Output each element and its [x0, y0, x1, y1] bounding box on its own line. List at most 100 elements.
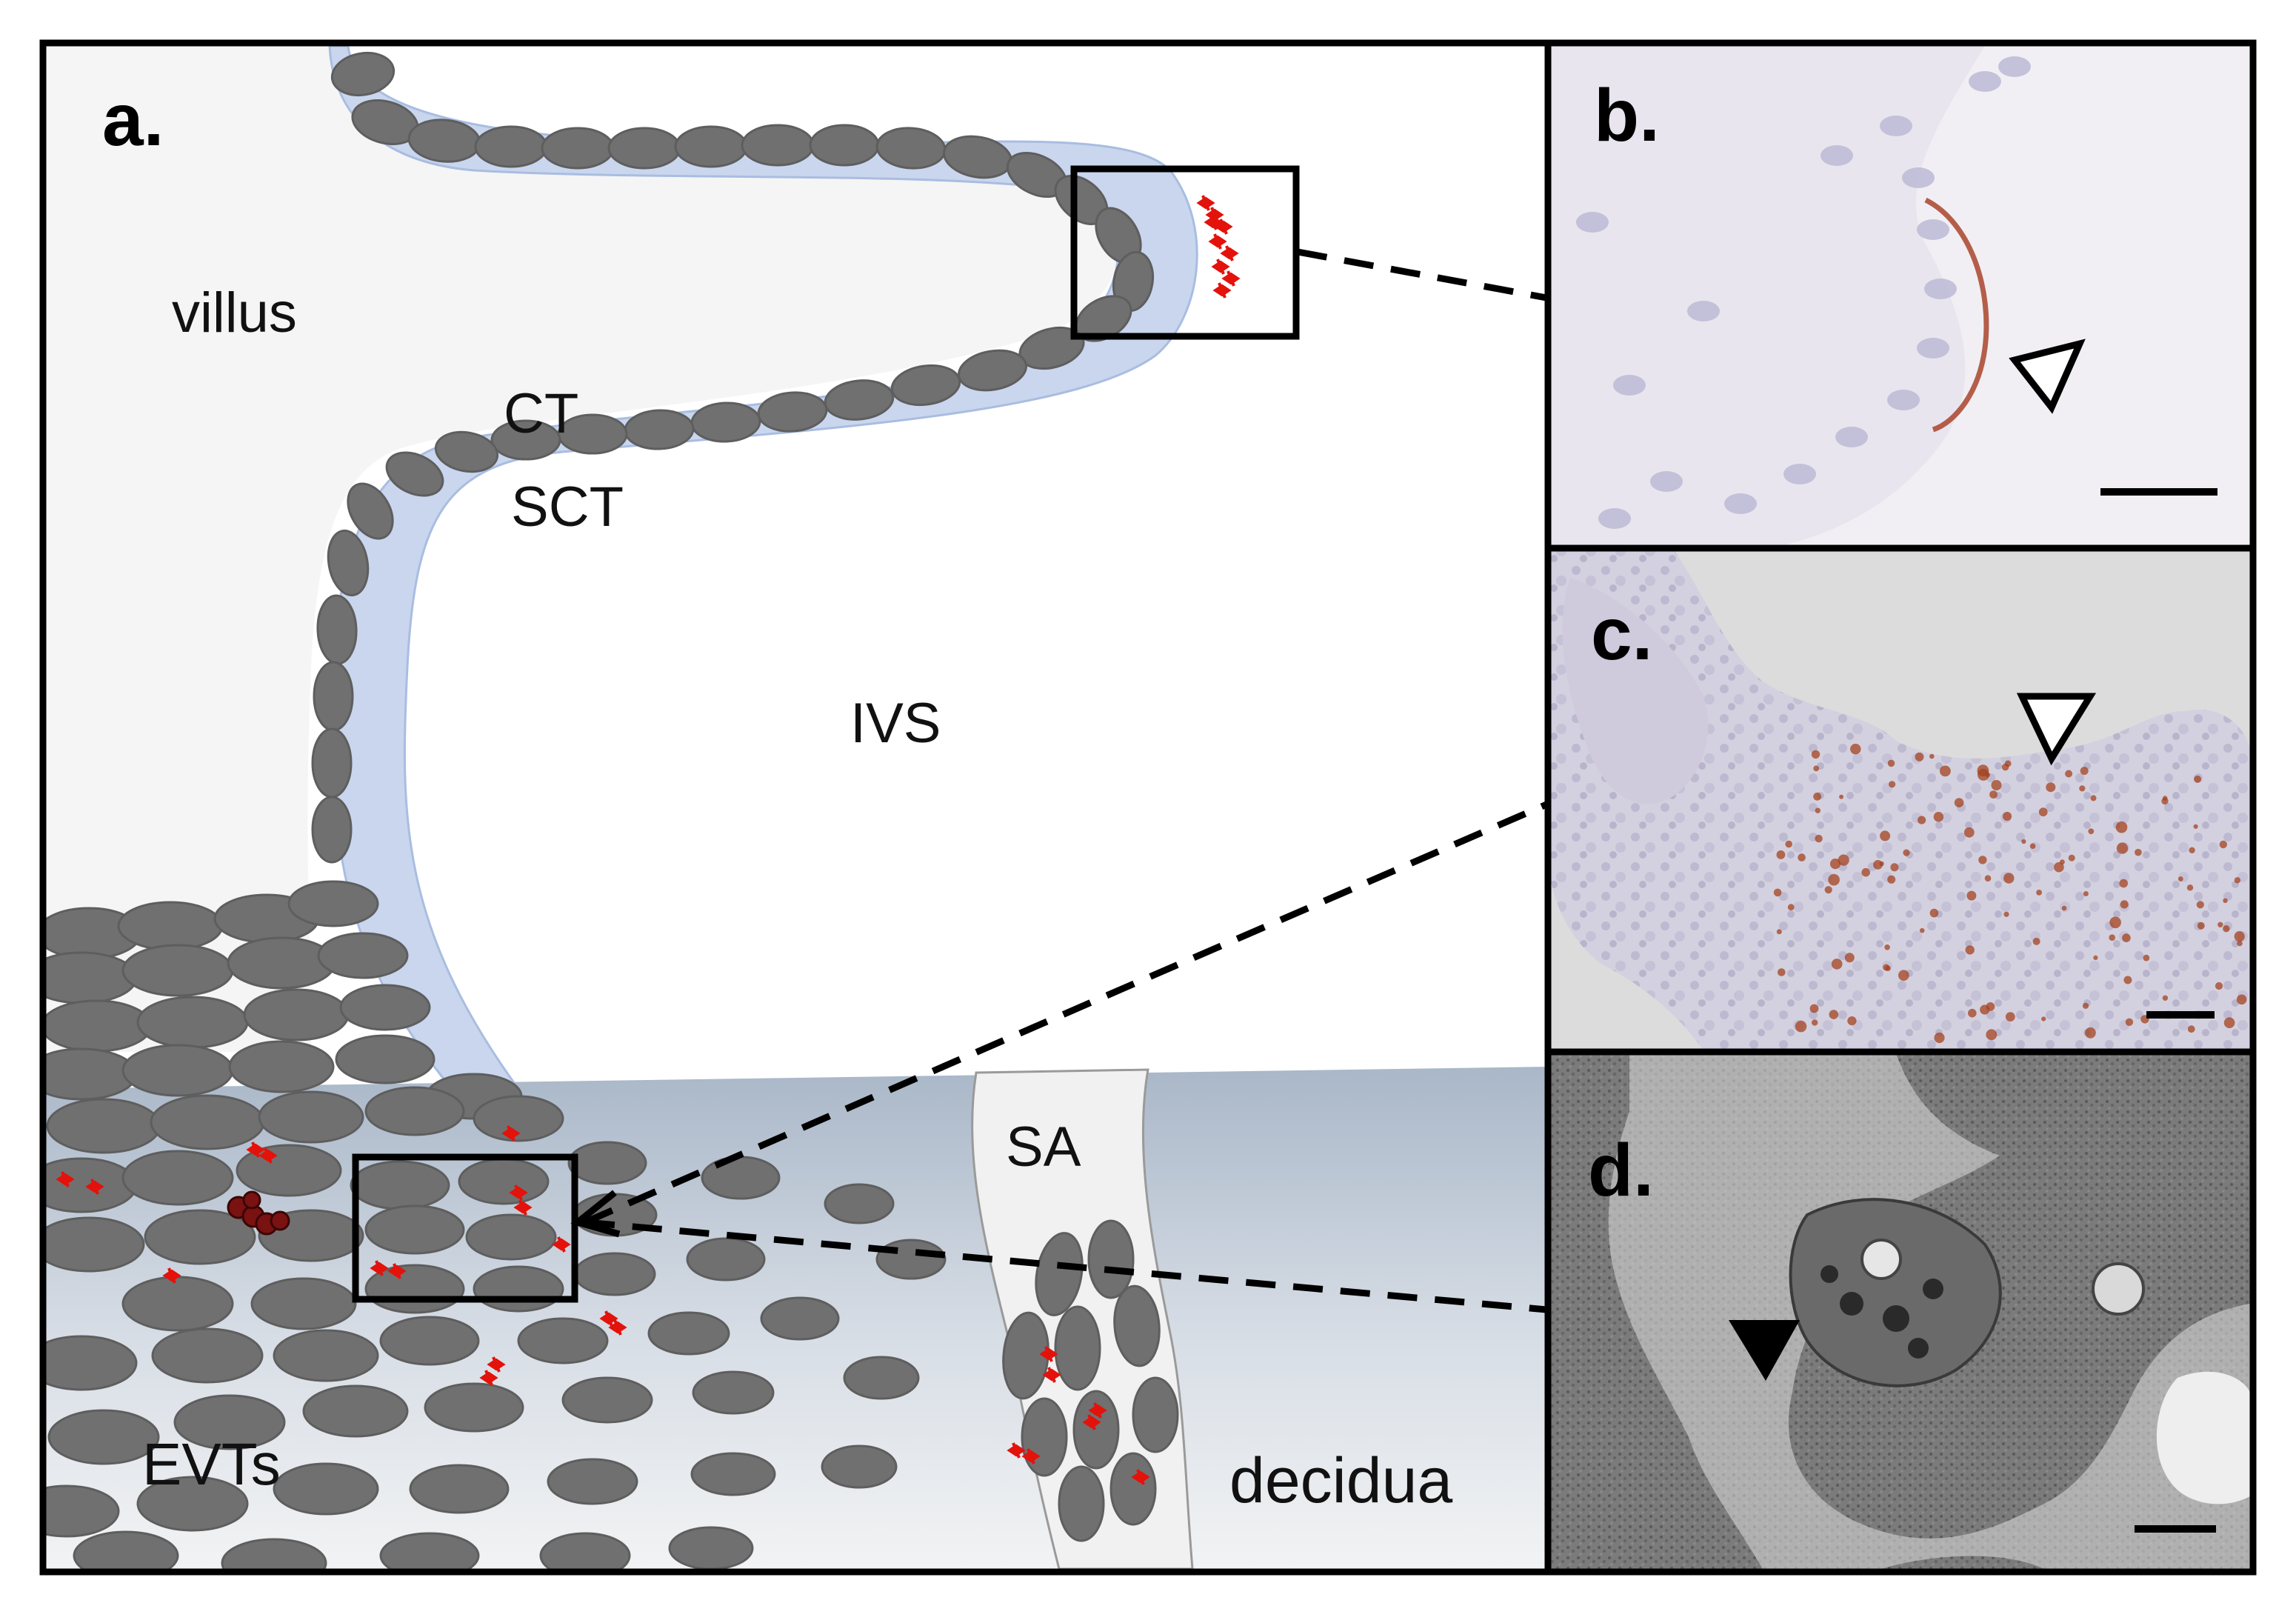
red-marker: [1204, 214, 1223, 230]
red-marker: [608, 1319, 627, 1336]
nucleus: [1613, 375, 1646, 396]
stain-dot: [1918, 816, 1926, 824]
trophoblast-cell: [379, 1316, 480, 1366]
stain-dot: [2079, 785, 2086, 792]
stain-dot: [1954, 798, 1964, 807]
trophoblast-cell: [46, 999, 153, 1053]
label-evts: EVTs: [142, 1431, 281, 1497]
stain-dot: [2177, 876, 2183, 882]
stain-dot: [2143, 954, 2150, 962]
stain-dot: [1831, 959, 1843, 970]
red-marker: [1211, 259, 1230, 275]
trophoblast-cell: [364, 1086, 465, 1136]
trophoblast-cell: [607, 127, 681, 170]
stain-dot: [1785, 840, 1792, 848]
stain-dot: [2041, 1016, 2046, 1022]
stain-dot: [1812, 1019, 1818, 1026]
red-marker: [479, 1370, 498, 1386]
stain-dot: [2065, 770, 2073, 778]
stain-dot: [2038, 807, 2048, 817]
red-marker: [1131, 1469, 1150, 1485]
connector-lines: [584, 248, 1548, 1313]
stain-dot: [2116, 842, 2129, 854]
stain-dot: [2054, 862, 2064, 873]
trophoblast-cell: [573, 1252, 656, 1296]
trophoblast-cell: [1058, 1465, 1105, 1542]
trophoblast-cell: [458, 1158, 550, 1205]
trophoblast-cell: [424, 1382, 524, 1433]
connector-to-b: [1297, 248, 1547, 301]
trophoblast-cell: [311, 727, 353, 799]
stain-dot: [1940, 765, 1951, 777]
trophoblast-cell: [409, 1464, 510, 1514]
trophoblast-cell: [875, 1239, 947, 1280]
trophoblast-cell: [287, 880, 379, 927]
trophoblast-cell: [701, 1156, 781, 1200]
stain-dot: [1880, 830, 1891, 842]
trophoblast-cell: [258, 1090, 364, 1144]
red-marker: [599, 1310, 618, 1327]
trophoblast-cell: [474, 125, 548, 168]
nucleus: [1650, 471, 1683, 492]
nucleus: [1821, 145, 1853, 166]
stain-dot: [1844, 953, 1855, 963]
red-marker: [552, 1236, 571, 1253]
panel-c: c.: [1548, 550, 2250, 1050]
trophoblast-cell: [335, 1034, 435, 1084]
nucleus: [1917, 338, 1949, 359]
trophoblast-cell: [121, 1276, 234, 1332]
panel-d: d.: [1548, 1053, 2250, 1569]
stain-dot: [1883, 964, 1890, 971]
stain-dot: [2090, 795, 2097, 802]
nucleus: [1887, 390, 1920, 410]
trophoblast-cell: [227, 936, 336, 990]
label-ivs: IVS: [850, 692, 941, 755]
red-marker: [1212, 282, 1232, 299]
stain-dot: [2120, 900, 2129, 909]
trophoblast-cell: [890, 364, 961, 407]
stain-dot: [2123, 976, 2132, 984]
trophoblast-cell: [517, 1317, 609, 1364]
trophoblast-cell: [539, 1532, 631, 1569]
trophoblast-cell: [339, 984, 431, 1031]
trophoblast-cell: [434, 430, 499, 473]
stain-dot: [2003, 911, 2009, 917]
stain-dot: [2197, 922, 2205, 930]
label-villus: villus: [172, 281, 297, 344]
panel-frames: [39, 39, 2257, 1576]
trophoblast-cells: [46, 51, 1179, 1569]
stain-dot: [1787, 904, 1795, 911]
trophoblast-cell: [1021, 1397, 1068, 1477]
trophoblast-cell: [541, 127, 615, 170]
trophoblast-cell: [150, 1094, 265, 1150]
stain-dot: [2002, 811, 2012, 822]
stain-dot: [1798, 853, 1806, 862]
trophoblast-cell: [567, 1141, 647, 1185]
nucleus: [1598, 508, 1631, 529]
trophoblast-cell: [317, 932, 409, 979]
trophoblast-cell: [144, 1209, 256, 1265]
stain-dot: [2189, 847, 2195, 854]
trophoblast-cell: [350, 1160, 450, 1210]
stain-dot: [2234, 877, 2241, 884]
stain-dot: [2036, 890, 2043, 896]
red-marker: [85, 1179, 104, 1195]
red-marker: [501, 1125, 521, 1142]
panel-b-stain: [1924, 197, 1989, 433]
stain-dot: [1889, 781, 1896, 788]
stain-dot: [1966, 890, 1977, 901]
red-marker: [1088, 1402, 1107, 1419]
panel-c-villus-left: [1562, 578, 1709, 804]
stain-dot: [2109, 916, 2121, 929]
stain-dot: [1815, 834, 1823, 843]
trophoblast-cell: [547, 1458, 638, 1505]
stain-dot: [1934, 1032, 1945, 1044]
stain-dot: [2032, 937, 2040, 945]
stain-dot: [1986, 1029, 1998, 1041]
nucleus: [1880, 116, 1912, 136]
stain-dot: [1829, 1010, 1839, 1019]
trophoblast-cell: [46, 1098, 161, 1154]
trophoblast-cell: [121, 1044, 234, 1097]
panel-c-stain-dots: [1773, 744, 2247, 1044]
